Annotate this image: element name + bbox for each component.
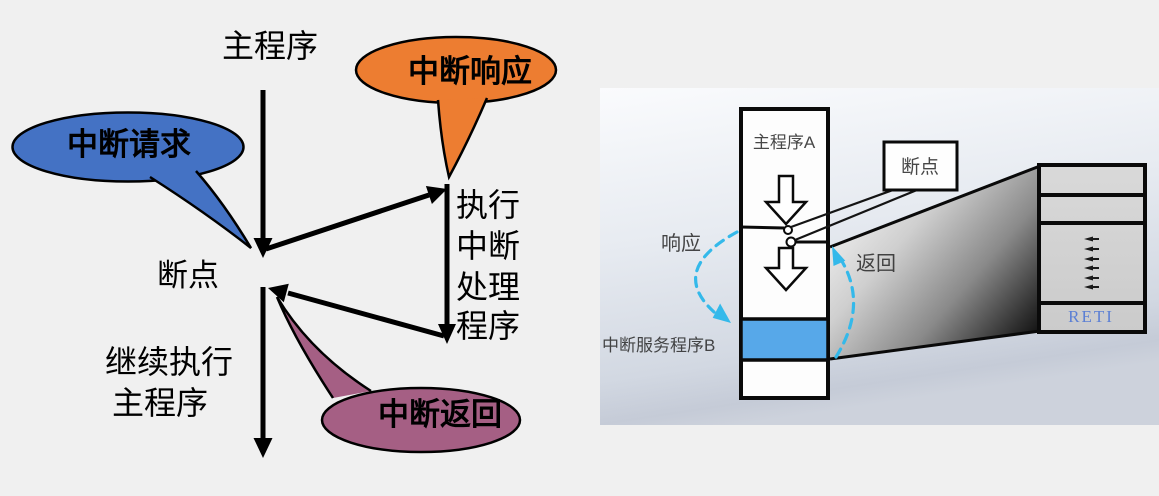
- main-program-column: 主程序A: [739, 107, 830, 400]
- interrupt-request-bubble: 中断请求: [11, 111, 253, 249]
- response-bubble-tail: [436, 97, 489, 181]
- handler-label-line4: 程序: [456, 308, 520, 344]
- return-bubble-tail: [275, 296, 372, 399]
- return-bubble-body: [320, 386, 522, 454]
- isr-highlight-row: [739, 317, 830, 362]
- handler-label-line2: 中断: [456, 228, 520, 264]
- response-arrowhead: [712, 303, 731, 323]
- main-program-label: 主程序: [222, 28, 318, 64]
- execution-down-arrow-upper: [763, 174, 809, 226]
- request-bubble-body: [11, 111, 245, 183]
- main-program-arrow: [253, 90, 273, 258]
- ellipsis-dots: [1084, 236, 1099, 290]
- breakpoint-box-label: 断点: [901, 156, 939, 178]
- breakpoint-box: 断点: [790, 140, 959, 242]
- memory-panel: 主程序A 断点 响应: [600, 88, 1159, 425]
- breakpoint-label: 断点: [157, 258, 219, 293]
- return-label: 返回: [856, 252, 896, 275]
- return-arrow: [832, 246, 856, 359]
- return-to-breakpoint-arrow: [268, 283, 445, 339]
- continue-label-line1: 继续执行: [105, 344, 233, 380]
- continue-label-line2: 主程序: [112, 385, 208, 421]
- handler-arrow: [438, 184, 456, 344]
- main-program-a-label: 主程序A: [753, 133, 816, 152]
- isr-detail-column: RETI: [1037, 163, 1147, 334]
- flow-diagram: 主程序 中断请求 中断响应 中断返回 断点: [11, 28, 558, 458]
- handler-label-line1: 执行: [456, 187, 520, 223]
- breakpoint-tear: [740, 225, 828, 248]
- response-arrow: [694, 230, 739, 323]
- response-label: 响应: [661, 232, 701, 255]
- request-to-handler-arrow: [265, 186, 447, 252]
- request-bubble-tail: [149, 170, 253, 249]
- request-bubble-label: 中断请求: [67, 127, 191, 162]
- interrupt-return-bubble: 中断返回: [275, 296, 522, 454]
- response-bubble-label: 中断响应: [408, 54, 532, 89]
- continue-label: 继续执行 主程序: [105, 344, 233, 421]
- execution-down-arrow-lower: [763, 246, 809, 292]
- return-arrowhead: [832, 246, 846, 266]
- handler-label-line3: 处理: [456, 269, 520, 305]
- isr-label: 中断服务程序B: [602, 336, 715, 355]
- interrupt-response-bubble: 中断响应: [354, 35, 558, 181]
- handler-label: 执行 中断 处理 程序: [456, 187, 520, 344]
- reti-label: RETI: [1068, 307, 1114, 326]
- zoom-wedge: [829, 164, 1041, 361]
- return-bubble-label: 中断返回: [378, 397, 502, 432]
- continue-arrow: [253, 287, 273, 458]
